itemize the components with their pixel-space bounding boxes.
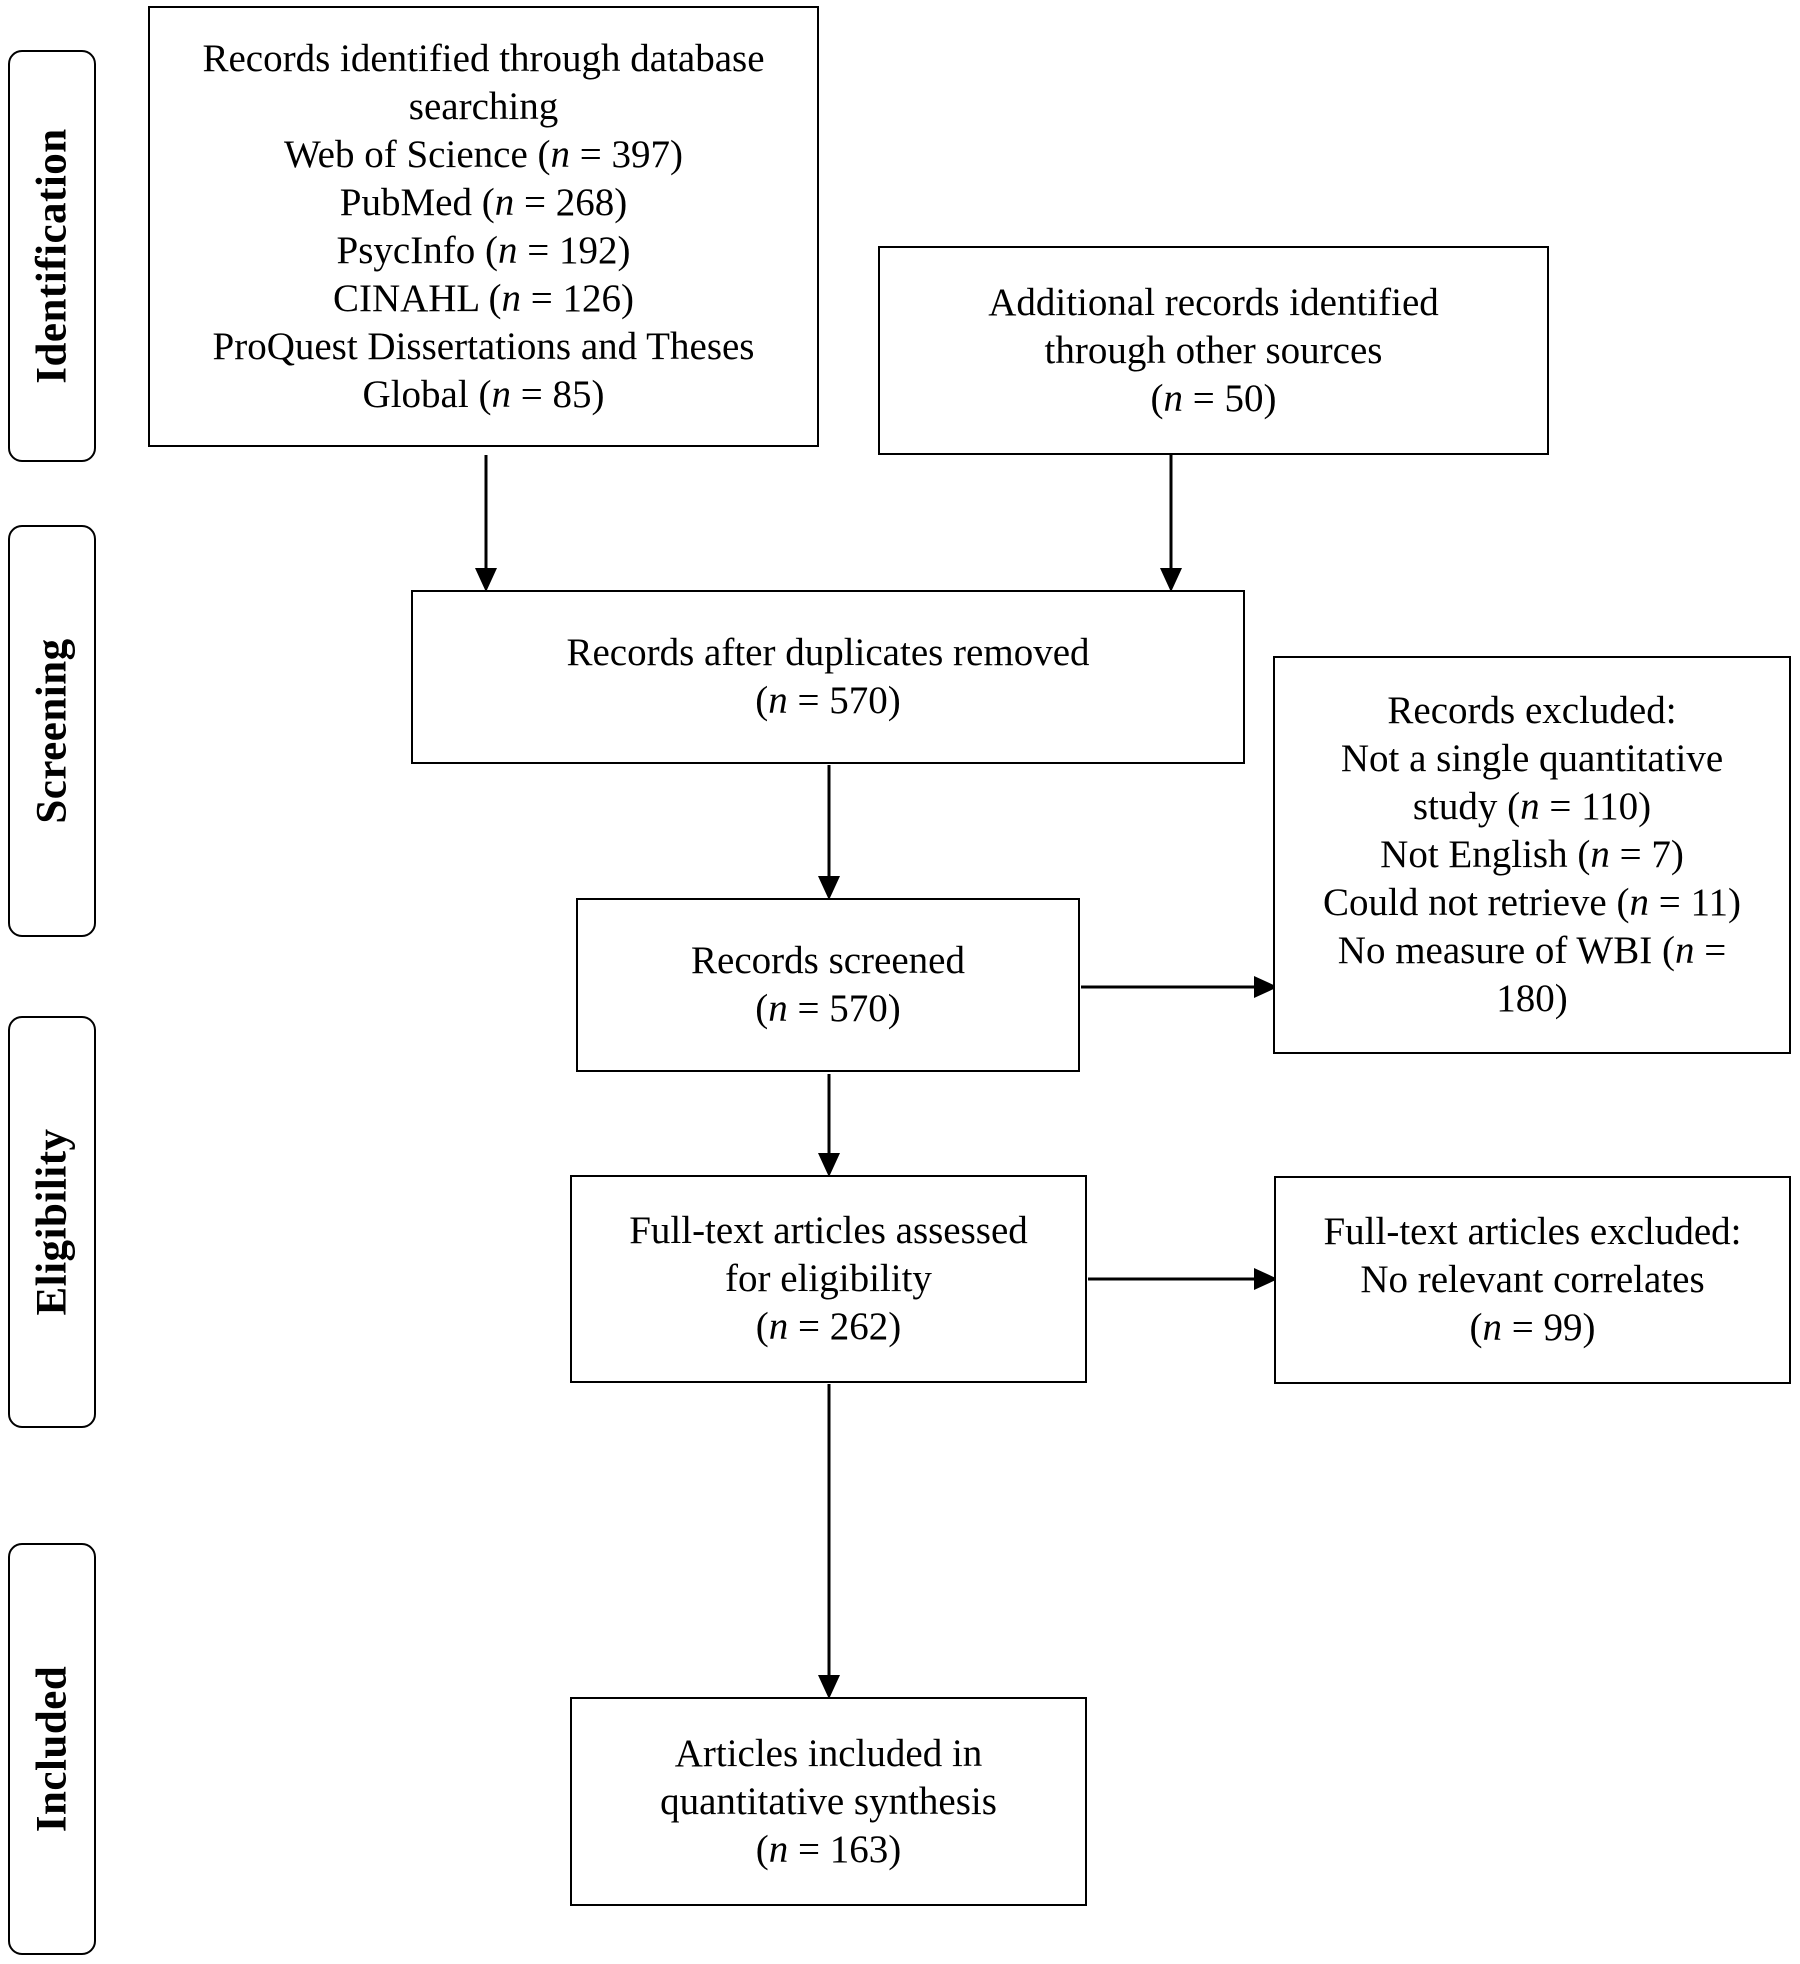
arrowhead-other-to-duplicates <box>1160 568 1182 592</box>
arrowhead-duplicates-to-screened <box>818 876 840 900</box>
stage-tab-screening: Screening <box>8 525 96 937</box>
full-text-excluded-line1: Full-text articles excluded: <box>1323 1210 1742 1253</box>
stage-tab-identification: Identification <box>8 50 96 462</box>
source-web-of-science: Web of Science (n = 397) <box>284 132 683 176</box>
records-excluded-line2: Not a single quantitative <box>1340 737 1724 780</box>
arrowhead-database-to-duplicates <box>475 568 497 592</box>
stage-tab-included: Included <box>8 1543 96 1955</box>
records-screened-line1: Records screened <box>691 939 965 982</box>
records-screened-box: Records screened (n = 570) <box>576 898 1080 1072</box>
arrowhead-screened-to-fulltext <box>818 1153 840 1177</box>
duplicates-removed-count: (n = 570) <box>755 679 901 722</box>
arrowhead-fulltext-to-included <box>818 1675 840 1699</box>
records-excluded-not-english: Not English (n = 7) <box>1380 833 1684 876</box>
duplicates-removed-line1: Records after duplicates removed <box>566 631 1090 674</box>
included-articles-box: Articles included in quantitative synthe… <box>570 1697 1087 1906</box>
full-text-excluded-line2: No relevant correlates <box>1360 1258 1705 1301</box>
stage-tab-eligibility: Eligibility <box>8 1016 96 1428</box>
source-pubmed: PubMed (n = 268) <box>339 180 628 224</box>
full-text-assessed-line2: for eligibility <box>725 1257 932 1300</box>
source-cinahl: CINAHL (n = 126) <box>332 276 635 320</box>
full-text-excluded-box: Full-text articles excluded: No relevant… <box>1274 1176 1791 1384</box>
included-articles-count: (n = 163) <box>755 1827 902 1871</box>
database-search-line1: Records identified through database <box>202 36 765 80</box>
records-excluded-title: Records excluded: <box>1387 689 1677 732</box>
full-text-assessed-line1: Full-text articles assessed <box>629 1209 1028 1252</box>
records-excluded-no-wbi: No measure of WBI (n = <box>1337 929 1727 972</box>
duplicates-removed-box: Records after duplicates removed (n = 57… <box>411 590 1245 764</box>
records-screened-count: (n = 570) <box>755 987 901 1030</box>
included-articles-line2: quantitative synthesis <box>660 1779 997 1823</box>
records-excluded-could-not-retrieve: Could not retrieve (n = 11) <box>1322 881 1742 924</box>
records-excluded-not-quantitative: study (n = 110) <box>1412 785 1652 828</box>
records-excluded-no-wbi-count: 180) <box>1496 977 1568 1020</box>
arrowhead-fulltext-to-excluded <box>1254 1268 1278 1290</box>
included-articles-line1: Articles included in <box>674 1731 983 1775</box>
database-search-line2: searching <box>408 84 559 128</box>
source-proquest: ProQuest Dissertations and Theses <box>212 324 755 368</box>
source-psycinfo: PsycInfo (n = 192) <box>336 228 631 272</box>
source-proquest-global: Global (n = 85) <box>362 372 605 416</box>
database-search-box: Records identified through database sear… <box>148 6 819 447</box>
records-excluded-box: Records excluded: Not a single quantitat… <box>1273 656 1791 1054</box>
other-sources-box: Additional records identified through ot… <box>878 246 1549 455</box>
other-sources-line1: Additional records identified <box>988 280 1439 324</box>
full-text-excluded-count: (n = 99) <box>1469 1306 1596 1349</box>
arrowhead-screened-to-excluded <box>1254 976 1278 998</box>
full-text-assessed-count: (n = 262) <box>755 1305 902 1348</box>
other-sources-count: (n = 50) <box>1150 376 1277 420</box>
full-text-assessed-box: Full-text articles assessed for eligibil… <box>570 1175 1087 1383</box>
other-sources-line2: through other sources <box>1044 328 1383 372</box>
